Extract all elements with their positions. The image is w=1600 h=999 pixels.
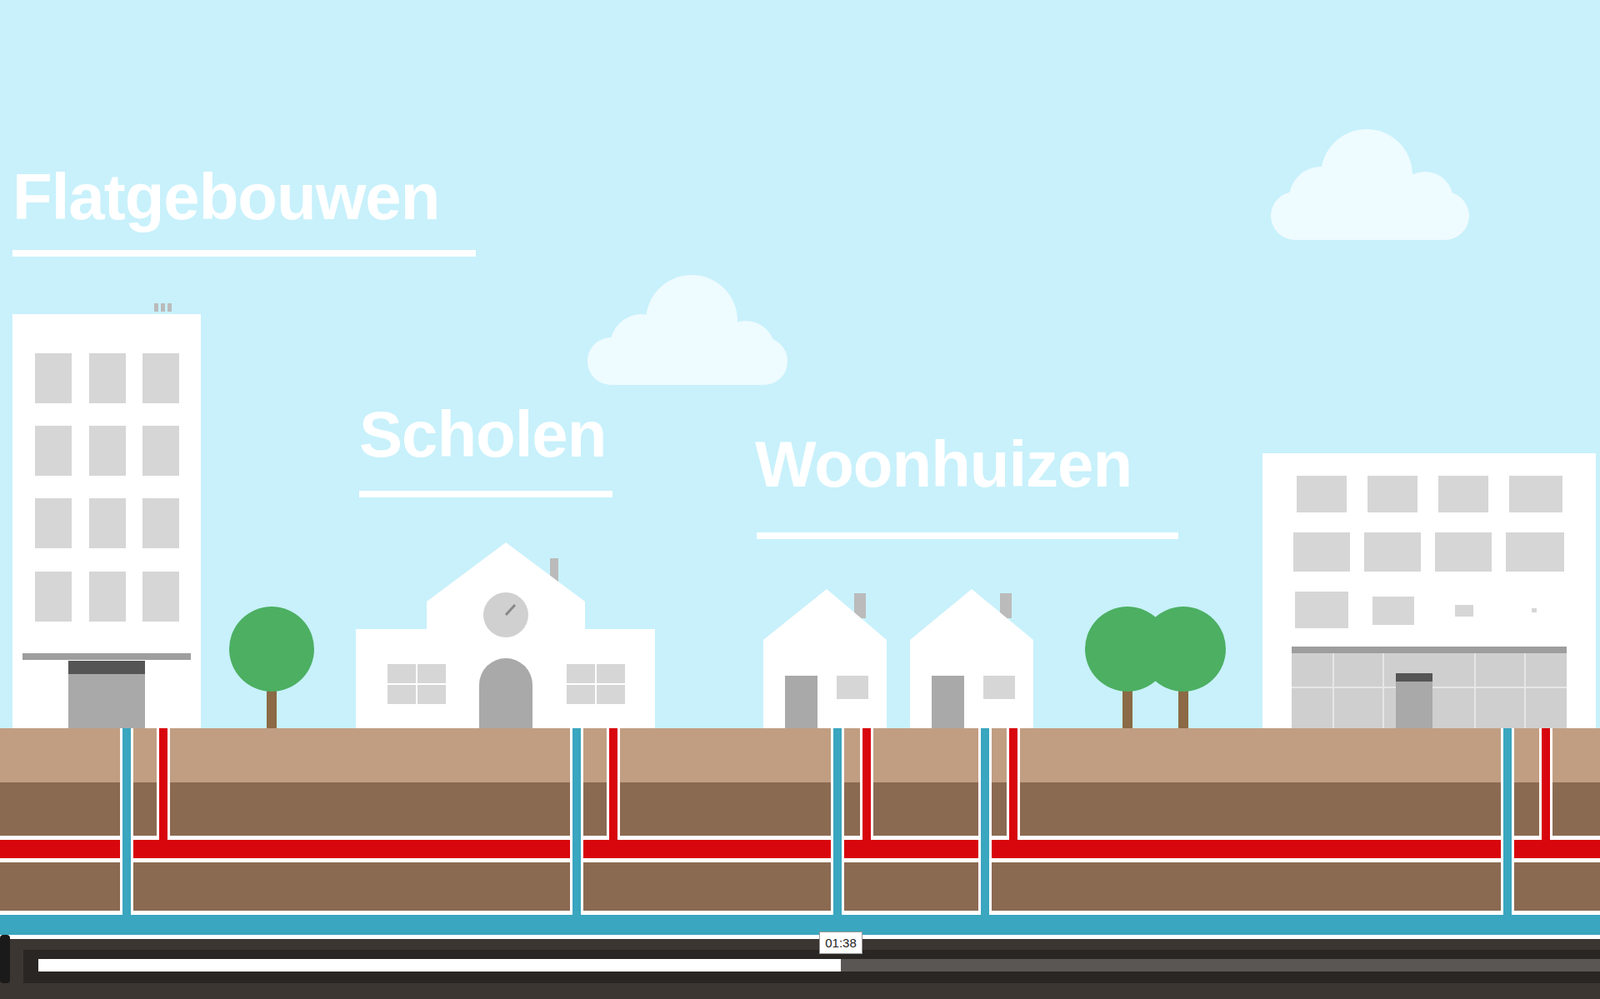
category-label: Scholen bbox=[359, 401, 606, 467]
category-label: Woonhuizen bbox=[755, 431, 1132, 497]
time-tooltip: 01:38 bbox=[819, 931, 863, 955]
category-label: Flatgebouwen bbox=[12, 164, 440, 230]
